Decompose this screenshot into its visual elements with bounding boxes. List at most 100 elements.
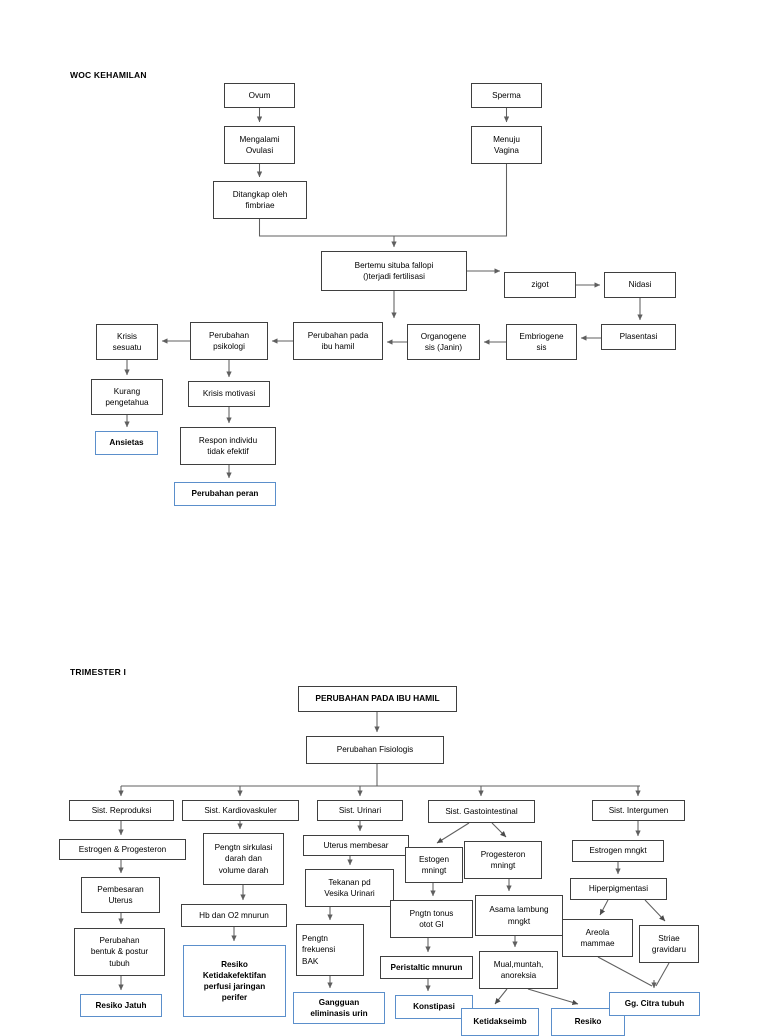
section-title-trimester: TRIMESTER I [70,667,127,677]
node-t1-sist-intergumen: Sist. Intergumen [592,800,685,821]
node-label: Sist. Gastointestinal [445,806,518,816]
node-sperma: Sperma [471,83,542,108]
node-t1-perubahan-fisiologis: Perubahan Fisiologis [306,736,444,764]
node-label: PERUBAHAN PADA IBU HAMIL [315,693,440,704]
node-label: Nidasi [628,280,652,290]
node-t1-hiperpigmentasi: Hiperpigmentasi [570,878,667,900]
node-label: Perubahan peran [191,489,259,499]
node-label: zigot [531,280,549,290]
node-label: Konstipasi [413,1002,455,1012]
node-t1-mual-muntah: Mual,muntah,anoreksia [479,951,558,989]
node-label: Peristaltic mnurun [390,962,463,972]
node-t1-konstipasi: Konstipasi [395,995,473,1019]
node-label: Ketidakseimb [473,1017,527,1027]
node-label: Mual,muntah,anoreksia [493,959,544,980]
node-label: Bertemu situba fallopi()terjadi fertilis… [354,260,434,281]
node-t1-perubahan-ibu-hamil: PERUBAHAN PADA IBU HAMIL [298,686,457,712]
node-t1-peristaltic: Peristaltic mnurun [380,956,473,979]
node-label: Sist. Intergumen [608,805,669,815]
node-ovum: Ovum [224,83,295,108]
node-label: Uterus membesar [323,840,389,850]
node-label: Ansietas [109,438,144,448]
node-t1-estrogen-progesteron: Estrogen & Progesteron [59,839,186,860]
node-t1-uterus-membesar: Uterus membesar [303,835,409,856]
node-plasentasi: Plasentasi [601,324,676,350]
node-zigot: zigot [504,272,576,298]
node-label: Hiperpigmentasi [588,884,649,894]
node-t1-ketidakseimbangan: Ketidakseimb [461,1008,539,1036]
node-label: Perubahan Fisiologis [336,745,414,755]
node-label: Krisis motivasi [202,389,256,399]
node-tuba-fallopi: Bertemu situba fallopi()terjadi fertilis… [321,251,467,291]
node-label: Estrogen & Progesteron [78,844,167,854]
node-ansietas: Ansietas [95,431,158,455]
node-label: Plasentasi [619,332,658,342]
node-label: Gg. Citra tubuh [624,999,685,1009]
node-t1-gg-citra-tubuh: Gg. Citra tubuh [609,992,700,1016]
node-t1-sist-reproduksi: Sist. Reproduksi [69,800,174,821]
node-label: Ovum [248,90,271,100]
node-label: Sist. Urinari [338,805,382,815]
node-t1-sist-gastro: Sist. Gastointestinal [428,800,535,823]
node-t1-resiko-jatuh: Resiko Jatuh [80,994,162,1017]
node-t1-sist-urinari: Sist. Urinari [317,800,403,821]
node-label: Sist. Reproduksi [91,805,152,815]
node-label: Sperma [492,90,521,100]
node-label: Sist. Kardiovaskuler [204,805,277,815]
node-krisis-motivasi: Krisis motivasi [188,381,270,407]
node-t1-estrogen-mngkt: Estrogen mngkt [572,840,664,862]
section-title-woc: WOC KEHAMILAN [70,70,147,80]
node-t1-hb-o2: Hb dan O2 mnurun [181,904,287,927]
node-label: Estrogen mngkt [589,846,647,856]
node-label: Hb dan O2 mnurun [199,910,269,920]
node-t1-sist-kardiovaskuler: Sist. Kardiovaskuler [182,800,299,821]
node-nidasi: Nidasi [604,272,676,298]
node-label: Resiko [574,1017,602,1027]
